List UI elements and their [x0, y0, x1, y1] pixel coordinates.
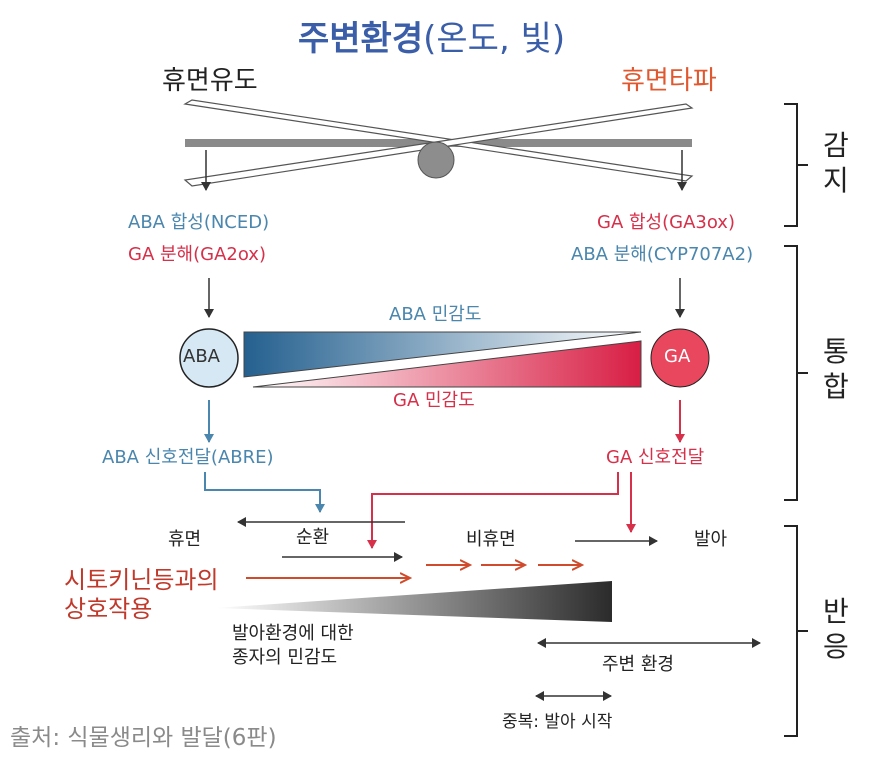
state-germination: 발아	[694, 531, 727, 549]
label-aba-degradation: ABA 분해(CYP707A2)	[571, 246, 753, 264]
label-cytokinin-interaction: 시토키닌등과의 상호작용	[64, 566, 219, 624]
label-ga-sensitivity: GA 민감도	[393, 392, 475, 410]
title-bold: 주변환경	[298, 19, 423, 59]
label-dormancy-induction: 휴면유도	[162, 68, 258, 94]
title-normal: (온도, 빛)	[423, 19, 565, 59]
label-overlap-germination: 중복: 발아 시작	[502, 714, 612, 731]
seed-sensitivity-wedge	[215, 581, 612, 622]
bracket-respond-label: 반 응	[823, 594, 849, 664]
cytokinin-arrows	[246, 565, 581, 578]
ga-circle-label: GA	[664, 348, 690, 366]
seesaw-fulcrum	[418, 142, 454, 178]
label-ga-synthesis: GA 합성(GA3ox)	[597, 214, 735, 232]
aba-circle-label: ABA	[183, 348, 220, 366]
seesaw	[185, 100, 692, 186]
aba-signal-path	[205, 472, 320, 512]
label-aba-synthesis: ABA 합성(NCED)	[128, 214, 269, 232]
label-ga-degradation: GA 분해(GA2ox)	[128, 246, 266, 264]
state-cycling: 순환	[296, 529, 329, 547]
label-env-range: 주변 환경	[602, 656, 674, 674]
bracket-sense-label: 감 지	[823, 128, 849, 198]
page-title: 주변환경(온도, 빛)	[298, 22, 565, 56]
bracket-integrate-label: 통 합	[823, 334, 849, 404]
source-caption: 출처: 식물생리와 발달(6판)	[10, 727, 277, 750]
label-dormancy-breaking: 휴면타파	[621, 68, 717, 94]
state-nondormancy: 비휴면	[466, 531, 516, 549]
label-seed-sensitivity: 발아환경에 대한 종자의 민감도	[232, 622, 354, 671]
state-dormancy: 휴면	[168, 531, 201, 549]
label-ga-signaling: GA 신호전달	[606, 449, 704, 467]
brackets	[784, 104, 808, 736]
label-aba-sensitivity: ABA 민감도	[389, 306, 481, 324]
label-aba-signaling: ABA 신호전달(ABRE)	[102, 449, 274, 467]
